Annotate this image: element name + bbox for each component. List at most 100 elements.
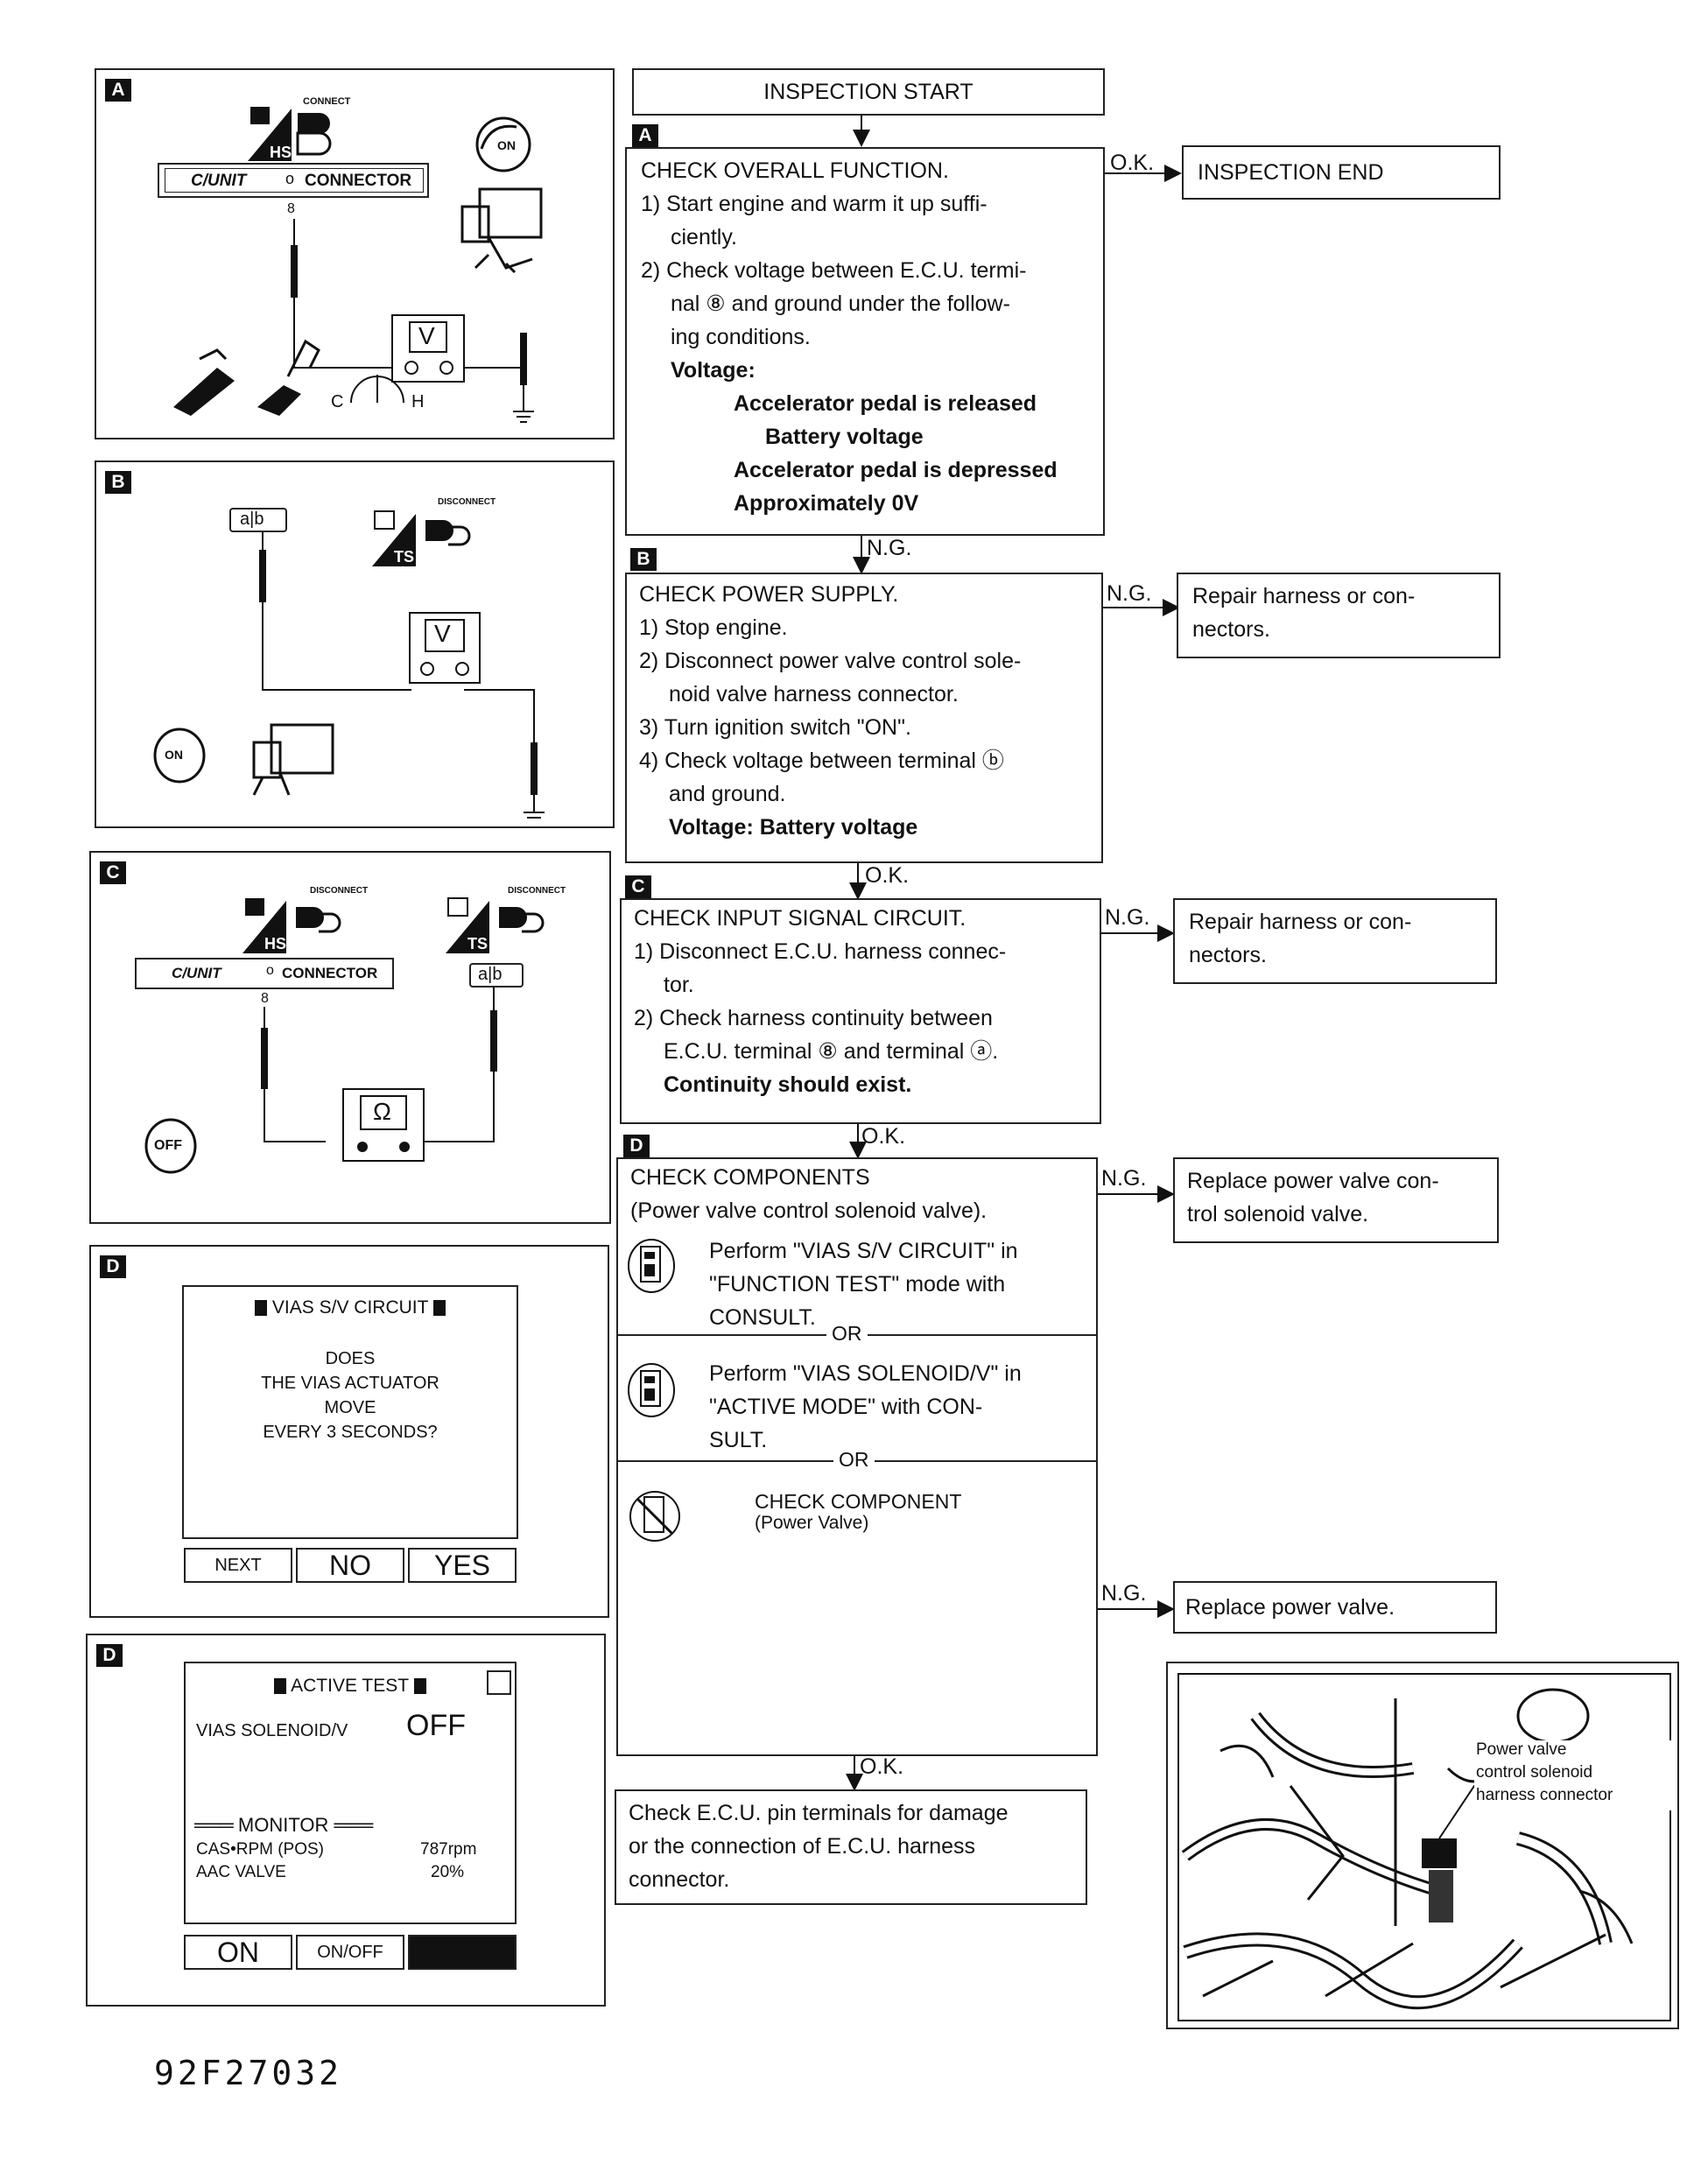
step-d-subtitle: (Power valve control solenoid valve). [630,1198,988,1223]
hs-disconnect-icon: HS [242,898,341,953]
active-title-text: ACTIVE TEST [291,1676,409,1696]
step-c-line: E.C.U. terminal ⑧ and terminal ⓐ. [664,1039,999,1064]
final-check-text: Check E.C.U. pin terminals for damage or… [629,1796,1084,1896]
voltage-heading: Voltage: [671,358,756,383]
photo-label-l1: Power valve [1476,1740,1567,1759]
fix-b-text: Repair harness or con- nectors. [1192,580,1415,646]
step-d-title: CHECK COMPONENTS [630,1165,870,1190]
value-approx-0v: Approximately 0V [734,491,919,516]
step-a-tag: A [632,124,658,147]
panel-b-tag: B [105,471,131,494]
panel-d2-tag: D [96,1644,123,1667]
fix-b-box: Repair harness or con- nectors. [1177,573,1501,658]
on-off-button[interactable]: ON/OFF [296,1935,404,1970]
photo-label-l3: harness connector [1476,1786,1613,1804]
ab-connector-label: a|b [240,510,264,529]
no-button[interactable]: NO [296,1548,404,1583]
svg-text:TS: TS [394,548,414,566]
ignition-key-off-icon [144,1118,197,1174]
photo-label-l2: control solenoid [1476,1763,1593,1782]
ng-label-b: N.G. [1107,581,1152,606]
step-d-box: CHECK COMPONENTS (Power valve control so… [616,1157,1098,1756]
connector-label: CONNECTOR [305,172,412,190]
option-2-text: Perform "VIAS SOLENOID/V" in "ACTIVE MOD… [709,1357,1094,1457]
no-consult-icon [629,1491,680,1542]
step-b-line: 1) Stop engine. [639,615,788,640]
ignition-key-on-icon [475,116,531,172]
vias-solenoid-value: OFF [406,1709,466,1742]
fix-d-box: Replace power valve con- trol solenoid v… [1173,1157,1499,1243]
final-line: Check E.C.U. pin terminals for damage [629,1801,1009,1825]
step-b-line: and ground. [669,782,786,806]
gauge-h-label: H [411,392,425,411]
final-line: connector. [629,1867,730,1892]
black-button[interactable] [408,1935,517,1970]
step-a-box: CHECK OVERALL FUNCTION. 1) Start engine … [625,147,1105,536]
power-valve-label: (Power Valve) [755,1513,869,1533]
ok-label-bc: O.K. [865,863,910,888]
fix-c-box: Repair harness or con- nectors. [1173,898,1497,984]
next-button[interactable]: NEXT [184,1548,292,1583]
ab-connector-c: a|b [469,963,524,988]
ab-connector-label-c: a|b [478,965,503,984]
ohmmeter-label: Ω [373,1098,391,1125]
condition-depressed: Accelerator pedal is depressed [734,458,1058,482]
ng-label-pv: N.G. [1101,1581,1147,1606]
step-a-line: 2) Check voltage between E.C.U. termi- [641,258,1027,283]
ts-disconnect-icon: TS [372,510,471,566]
check-component-label: CHECK COMPONENT [755,1490,962,1513]
screen-title-text: VIAS S/V CIRCUIT [271,1297,429,1318]
pin-8-label: 8 [287,201,295,216]
cunit-connector-bar: C/UNIT o CONNECTOR [158,163,429,198]
replace-power-valve-label: Replace power valve. [1185,1595,1395,1620]
cunit-connector-bar-c: C/UNIT o CONNECTOR [135,958,394,989]
pin-8-label-c: 8 [261,991,269,1006]
yes-button[interactable]: YES [408,1548,517,1583]
gauge-c-label: C [331,392,344,411]
step-a-line: nal ⑧ and ground under the follow- [671,292,1010,316]
hs-connect-icon: HS [248,107,332,161]
step-c-line: 2) Check harness continuity between [634,1006,993,1030]
accelerator-depressed-icon [257,339,320,416]
consult-screen-active-test: ACTIVE TEST VIAS SOLENOID/V OFF ═══ MONI… [184,1662,517,1924]
ok-label-final: O.K. [860,1754,904,1779]
ab-connector: a|b [229,508,287,532]
panel-d-active-test: D ACTIVE TEST VIAS SOLENOID/V OFF ═══ MO… [86,1634,606,2007]
on-button[interactable]: ON [184,1935,292,1970]
svg-text:HS: HS [264,935,286,952]
panel-d-function-test: D VIAS S/V CIRCUIT DOES THE VIAS ACTUATO… [89,1245,609,1618]
wiring-c [261,988,497,1162]
cunit-o-label-c: o [266,963,274,978]
voltmeter-v-label: V [418,322,435,349]
cas-rpm-value: 787rpm [420,1840,477,1859]
photo-label-bg [1474,1740,1677,1810]
step-b-line: 4) Check voltage between terminal ⓑ [639,749,1004,773]
fix-d-line: Replace power valve con- [1187,1169,1439,1193]
panel-d1-tag: D [100,1255,126,1278]
panel-b: B a|b TS DISCONNECT V ON [95,460,615,828]
question-l2: THE VIAS ACTUATOR [261,1374,439,1393]
inspection-start-label: INSPECTION START [763,80,973,104]
step-b-line: 2) Disconnect power valve control sole- [639,649,1022,673]
panel-a-tag: A [105,79,131,102]
step-b-box: CHECK POWER SUPPLY. 1) Stop engine. 2) D… [625,573,1103,863]
off-label: OFF [154,1138,182,1153]
fix-d-text: Replace power valve con- trol solenoid v… [1187,1164,1439,1231]
screen-title: VIAS S/V CIRCUIT [184,1296,517,1320]
cunit-label: C/UNIT [191,172,247,190]
option-1-line: "FUNCTION TEST" mode with [709,1272,1006,1297]
ok-label-a: O.K. [1110,151,1155,175]
cas-rpm-label: CAS•RPM (POS) [196,1840,324,1859]
final-line: or the connection of E.C.U. harness [629,1834,976,1859]
option-1-text: Perform "VIAS S/V CIRCUIT" in "FUNCTION … [709,1234,1094,1334]
step-c-tag: C [625,875,651,898]
inspection-end-label: INSPECTION END [1198,160,1384,185]
step-b-line: noid valve harness connector. [669,682,959,706]
ng-label-ab: N.G. [867,536,912,560]
inspection-end-box: INSPECTION END [1182,145,1501,200]
option-1-line: Perform "VIAS S/V CIRCUIT" in [709,1239,1018,1263]
option-2-line: "ACTIVE MODE" with CON- [709,1395,983,1419]
engine-icon-b [252,723,334,796]
fix-c-text: Repair harness or con- nectors. [1189,905,1411,972]
option-1-line: CONSULT. [709,1305,816,1330]
